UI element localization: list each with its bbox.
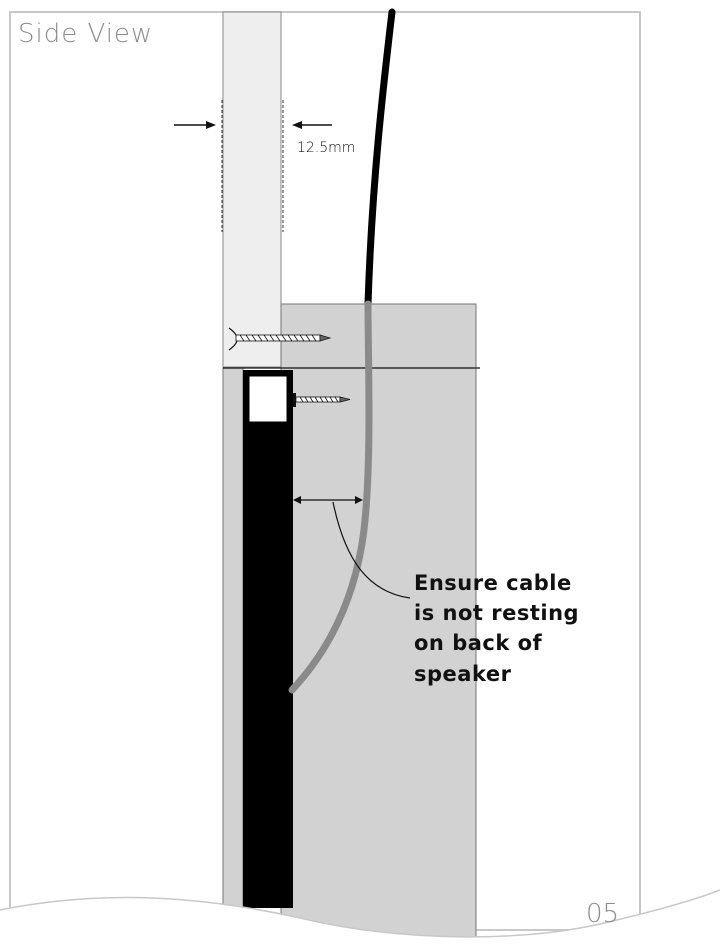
- wall-panel-upper: [222, 11, 282, 368]
- screw-upper-icon: [228, 327, 332, 351]
- bracket-panel: [280, 303, 477, 950]
- cable-lower: [288, 300, 373, 694]
- note-line-3: on back of: [414, 631, 543, 655]
- bracket-hook-slot: [248, 375, 288, 423]
- screw-lower-icon: [293, 393, 351, 407]
- note-leader-line: [332, 501, 411, 599]
- cable-upper: [364, 8, 396, 308]
- page-title: Side View: [18, 19, 153, 49]
- page-curl-edge: [0, 889, 720, 938]
- note-line-2: is not resting: [414, 601, 579, 625]
- page-curl: [0, 890, 720, 950]
- dimension-arrow-right: [292, 121, 332, 129]
- clearance-dimension: [293, 496, 363, 504]
- dimension-arrow-left: [174, 121, 216, 129]
- dimension-label: 12.5mm: [297, 140, 355, 156]
- page-number: 05: [586, 899, 619, 929]
- cable-note: Ensure cable is not resting on back of s…: [414, 571, 579, 686]
- note-line-4: speaker: [414, 662, 512, 686]
- note-line-1: Ensure cable: [414, 571, 572, 595]
- mount-strip: [222, 367, 244, 950]
- speaker-back: [243, 370, 293, 908]
